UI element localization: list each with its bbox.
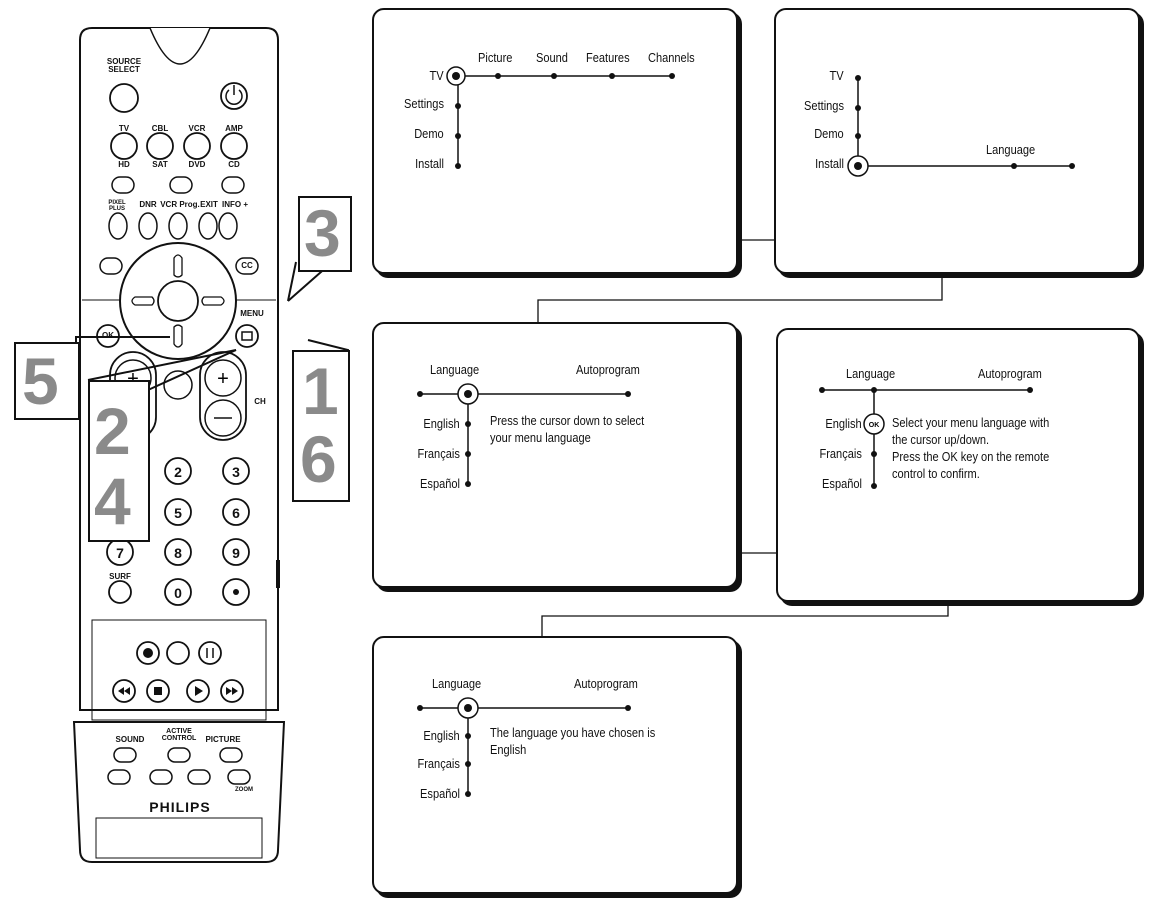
menu-screen-language-chosen: Language Autoprogram English Français Es… — [372, 636, 738, 894]
language-option-francais: Français — [418, 446, 460, 461]
callout-2: 2 — [94, 398, 131, 464]
language-option-francais: Français — [418, 756, 460, 771]
menu-item-install: Install — [415, 156, 444, 171]
instruction-message: Press the cursor down to select your men… — [490, 412, 644, 446]
menu-item-install: Install — [815, 156, 844, 171]
key-9-label: 9 — [226, 546, 246, 560]
instruction-message: Select your menu language with the curso… — [892, 414, 1049, 482]
menu-item-language: Language — [986, 142, 1035, 157]
language-option-francais: Français — [820, 446, 862, 461]
active-control-label: ACTIVE CONTROL — [156, 728, 202, 742]
menu-tab-picture: Picture — [478, 50, 512, 65]
menu-screen-install: TV Settings Demo Install Language — [774, 8, 1140, 274]
screen2-menu-lines — [776, 10, 1138, 272]
language-option-espanol: Español — [420, 786, 460, 801]
menu-tab-autoprogram: Autoprogram — [574, 676, 638, 691]
menu-tab-language: Language — [846, 366, 895, 381]
menu-tab-sound: Sound — [536, 50, 568, 65]
brand-logo: PHILIPS — [120, 800, 240, 814]
menu-tab-language: Language — [430, 362, 479, 377]
key-8-label: 8 — [168, 546, 188, 560]
menu-item-demo: Demo — [415, 126, 444, 141]
menu-tab-autoprogram: Autoprogram — [576, 362, 640, 377]
confirmation-message: The language you have chosen is English — [490, 724, 655, 758]
menu-tab-channels: Channels — [648, 50, 695, 65]
language-option-english: English — [826, 416, 862, 431]
callout-4: 4 — [94, 468, 131, 534]
menu-item-tv: TV — [830, 68, 844, 83]
menu-tab-features: Features — [586, 50, 630, 65]
callout-6: 6 — [300, 426, 337, 492]
menu-screen-language-confirm: OK Language Autoprogram English Français… — [776, 328, 1140, 602]
menu-tab-language: Language — [432, 676, 481, 691]
svg-text:OK: OK — [869, 422, 880, 429]
zoom-label: ZOOM — [230, 786, 258, 794]
surf-label: SURF — [106, 573, 134, 581]
menu-screen-main: TV Settings Demo Install Picture Sound F… — [372, 8, 738, 274]
menu-tab-autoprogram: Autoprogram — [978, 366, 1042, 381]
language-option-english: English — [424, 728, 460, 743]
language-option-espanol: Español — [420, 476, 460, 491]
callout-3: 3 — [304, 200, 341, 266]
picture-label: PICTURE — [202, 736, 244, 744]
menu-item-settings: Settings — [804, 98, 844, 113]
language-option-english: English — [424, 416, 460, 431]
callout-1: 1 — [302, 358, 339, 424]
key-0-label: 0 — [168, 586, 188, 600]
sound-label: SOUND — [112, 736, 148, 744]
menu-screen-language-select: Language Autoprogram English Français Es… — [372, 322, 738, 588]
menu-item-tv: TV — [430, 68, 444, 83]
key-7-label: 7 — [110, 546, 130, 560]
menu-item-settings: Settings — [404, 96, 444, 111]
language-option-espanol: Español — [822, 476, 862, 491]
callout-5: 5 — [22, 348, 59, 414]
menu-item-demo: Demo — [815, 126, 844, 141]
